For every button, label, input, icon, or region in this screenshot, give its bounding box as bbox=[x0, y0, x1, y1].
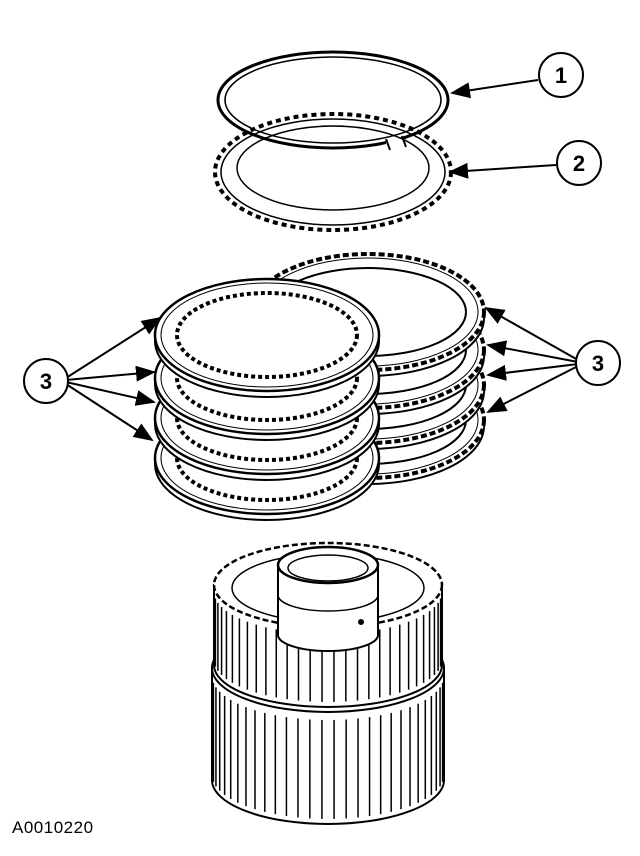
snap-ring bbox=[216, 50, 450, 151]
pressure-plate bbox=[213, 112, 453, 232]
leader-lines bbox=[65, 79, 579, 442]
callout-1: 1 bbox=[538, 52, 584, 98]
svg-text:1: 1 bbox=[555, 63, 567, 88]
callout-3-right: 3 bbox=[575, 340, 621, 386]
svg-text:2: 2 bbox=[573, 151, 585, 176]
clutch-hub bbox=[211, 541, 445, 825]
figure-id: A0010220 bbox=[12, 818, 94, 837]
friction-plate-4 bbox=[153, 277, 381, 398]
friction-plate-stack bbox=[153, 277, 381, 521]
svg-text:3: 3 bbox=[592, 351, 604, 376]
svg-text:3: 3 bbox=[40, 369, 52, 394]
callout-3-left: 3 bbox=[23, 358, 69, 404]
callout-2: 2 bbox=[556, 140, 602, 186]
